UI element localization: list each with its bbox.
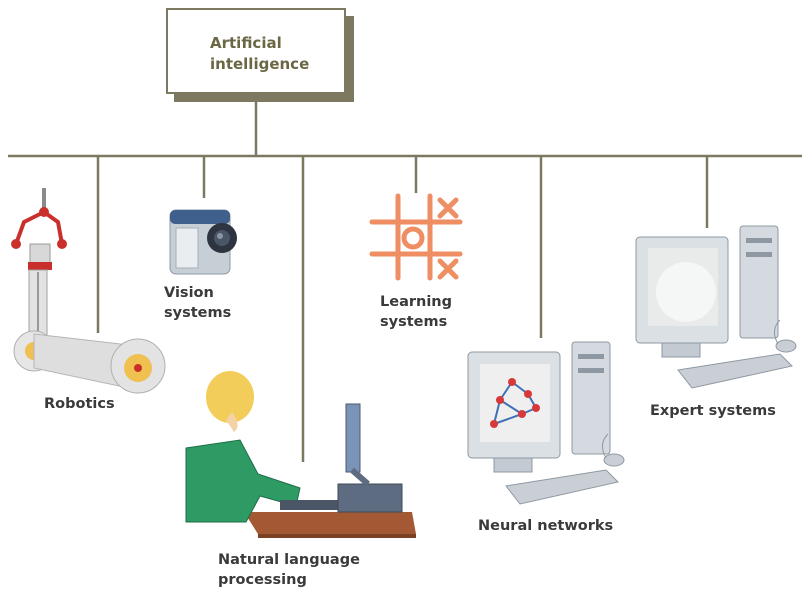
neural-computer-icon	[467, 341, 625, 505]
label-learning-line2: systems	[380, 314, 448, 330]
tictactoe-icon	[369, 193, 463, 281]
label-nlp-line2: processing	[218, 572, 307, 588]
label-natural-language-processing: Natural language processing	[218, 550, 360, 590]
label-neural-networks: Neural networks	[478, 518, 614, 534]
camera-icon	[169, 209, 237, 275]
label-vision-systems: Vision systems	[164, 283, 231, 323]
root-label-line1: Artificial	[210, 34, 282, 52]
label-learning-systems: Learning systems	[380, 292, 452, 332]
person-at-computer-icon	[185, 371, 416, 538]
label-learning-line1: Learning	[380, 294, 453, 310]
label-nlp-line1: Natural language	[218, 552, 360, 568]
label-vision-line1: Vision	[164, 285, 214, 301]
root-label-line2: intelligence	[210, 55, 310, 73]
expert-computer-icon	[635, 225, 797, 389]
root-node-label: Artificial intelligence	[210, 33, 309, 75]
connector-lines	[8, 102, 802, 462]
label-robotics: Robotics	[44, 396, 115, 412]
root-node-box: Artificial intelligence	[166, 8, 346, 94]
label-expert-systems: Expert systems	[650, 403, 776, 419]
label-vision-line2: systems	[164, 305, 232, 321]
robot-arm-icon	[11, 188, 166, 394]
